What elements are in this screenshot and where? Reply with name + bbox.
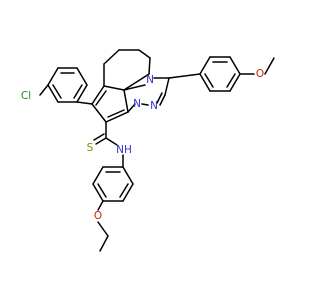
bond [103,85,125,91]
bond [97,221,109,237]
bond [91,85,105,105]
bond [76,67,88,86]
bond [199,56,211,75]
bond [76,101,93,105]
bond [122,183,134,202]
bond [52,84,62,99]
bond [73,84,83,99]
bond [105,111,129,123]
bond [226,73,236,88]
bond [95,90,107,106]
methoxy-oxygen-label: O [256,68,264,80]
bond [199,73,211,92]
bond [91,103,107,123]
bond [127,103,136,113]
ethoxy-oxygen-label: O [94,210,102,222]
bond [119,183,129,198]
nitrogen-label-2: N [150,100,158,112]
bond [122,166,134,185]
bond [138,49,151,59]
bond [123,73,150,91]
amide-nh-label: NH [116,144,132,156]
bond [76,84,88,103]
bond [168,73,201,79]
bond [229,73,241,92]
bond [103,49,120,65]
molecule-structure: Cl O S NH N N N O [21,49,275,252]
nitrogen-label-3: N [133,98,141,110]
bond [123,84,146,91]
atom-labels: Cl O S NH N N N O [21,68,264,222]
bond [92,166,104,185]
bond [229,56,241,75]
bond [93,133,105,141]
bond [159,94,166,106]
bond [204,73,214,88]
bond [148,57,151,75]
bonds [39,49,275,252]
bond [95,137,107,145]
nitrogen-label-1: N [146,74,154,86]
bond [47,67,59,86]
bond [97,200,104,211]
bond [39,84,49,96]
bond [97,183,107,198]
bond [264,57,275,75]
sulfur-label: S [87,142,94,154]
bond [123,89,129,113]
bond [107,109,125,118]
chlorine-label: Cl [21,90,31,102]
bond [47,84,59,103]
bond [92,183,104,202]
bond [99,235,109,252]
bond [141,103,149,106]
bond [156,92,163,104]
bond [105,137,118,146]
bond [164,77,170,96]
